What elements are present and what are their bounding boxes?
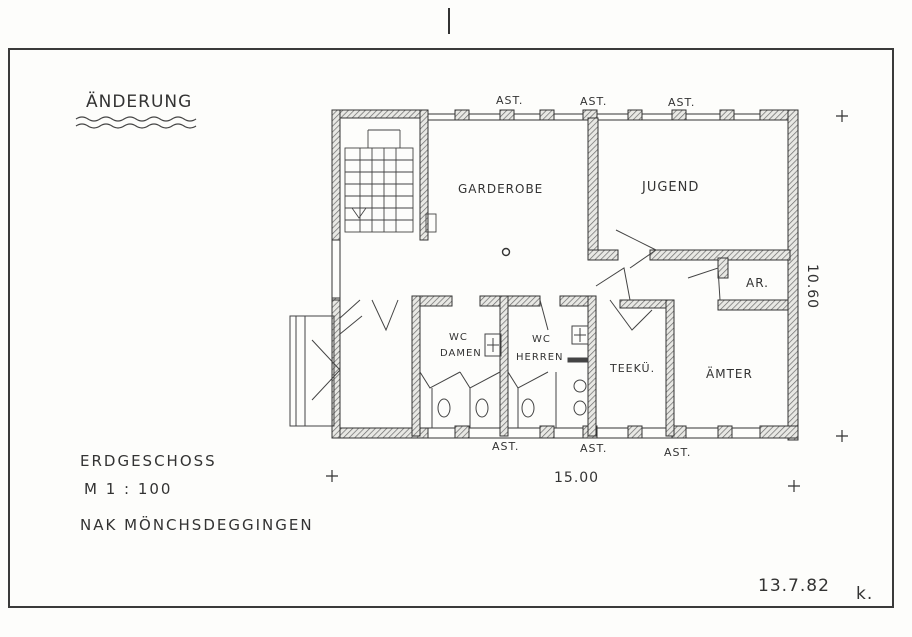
ast-label-top: AST. (668, 96, 696, 109)
height-dimension: 10.60 (804, 264, 820, 310)
entrance-porch (289, 299, 363, 427)
drawing-date: 13.7.82 (758, 576, 830, 596)
room-label-teekue: TEEKÜ. (610, 362, 656, 375)
room-label-garderobe: GARDEROBE (458, 182, 544, 196)
drawing-frame (8, 48, 894, 608)
room-label-wc-damen-1: WC (449, 332, 468, 343)
width-dimension: 15.00 (554, 470, 600, 486)
floor-name: ERDGESCHOSS (80, 452, 217, 470)
ast-label-top: AST. (580, 95, 608, 108)
column-marker (501, 247, 511, 257)
signature-initial: k. (856, 584, 874, 604)
room-label-aemter: ÄMTER (706, 367, 753, 381)
ast-label-bottom: AST. (664, 446, 692, 459)
stairwell (331, 109, 429, 241)
room-label-wc-damen-2: DAMEN (440, 348, 482, 359)
ast-label-top: AST. (496, 94, 524, 107)
toilet-fixtures (419, 325, 589, 428)
revision-mark: ÄNDERUNG (86, 92, 193, 112)
project-name: NAK MÖNCHSDEGGINGEN (80, 516, 314, 534)
exterior-walls (331, 109, 799, 441)
room-label-wc-herren-2: HERREN (516, 352, 564, 363)
stair-steps (344, 129, 437, 233)
registration-marks (326, 110, 848, 492)
room-label-ar: AR. (746, 276, 769, 290)
doors (371, 229, 721, 332)
ast-label-bottom: AST. (492, 440, 520, 453)
room-label-jugend: JUGEND (642, 180, 700, 195)
room-label-wc-herren-1: WC (532, 334, 551, 345)
drawing-scale: M 1 : 100 (84, 480, 173, 498)
revision-underline (75, 116, 197, 122)
ast-label-bottom: AST. (580, 442, 608, 455)
center-mark (448, 8, 450, 34)
